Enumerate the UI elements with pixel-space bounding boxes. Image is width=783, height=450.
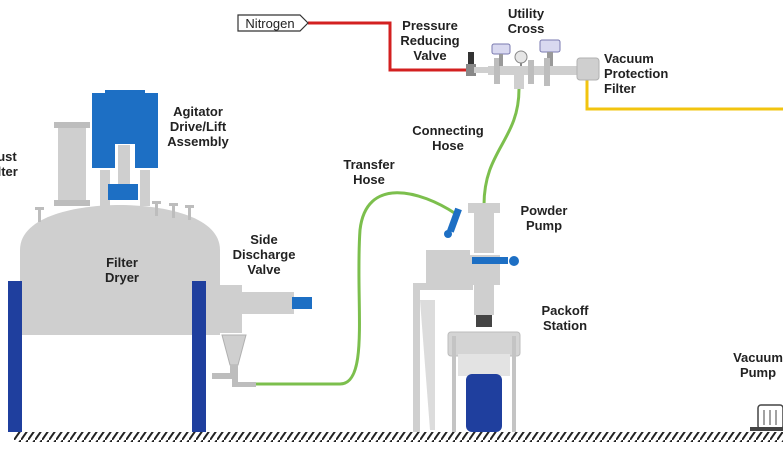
filter-dryer-label: Filter Dryer [105, 255, 139, 285]
connecting-hose [482, 88, 521, 206]
vacuum-protection-filter-label: Vacuum Protection Filter [604, 51, 669, 96]
utility-cross-label: Utility Cross [507, 6, 545, 36]
side-discharge-valve [212, 285, 312, 387]
transfer-hose-label: Transfer Hose [343, 157, 395, 187]
vacuum-pump [750, 404, 783, 431]
packoff-station [447, 331, 521, 432]
transfer-hose [255, 191, 457, 386]
side-discharge-valve-label: Side Discharge Valve [232, 232, 296, 277]
connecting-hose-label: Connecting Hose [412, 123, 484, 153]
dust-filter-label: Just ilter [0, 149, 18, 179]
filter-dryer-leg-right [192, 281, 206, 432]
vacuum-pump-label: Vacuum Pump [733, 350, 783, 380]
vacuum-line [585, 78, 783, 111]
ground-line [14, 432, 783, 442]
pressure-reducing-valve [466, 52, 490, 76]
agitator-label: Agitator Drive/Lift Assembly [167, 104, 229, 149]
packoff-frame [413, 283, 473, 432]
nitrogen-line [308, 21, 468, 72]
filter-dryer-leg-left [8, 281, 22, 432]
pressure-reducing-valve-label: Pressure Reducing Valve [400, 18, 460, 63]
packoff-station-label: Packoff Station [541, 303, 589, 333]
nitrogen-label: Nitrogen [245, 16, 295, 31]
powder-pump [426, 203, 519, 327]
dust-filter [54, 122, 90, 206]
powder-pump-label: Powder Pump [520, 203, 568, 233]
utility-cross [488, 39, 582, 89]
nitrogen-tag [237, 14, 309, 32]
filter-dryer-vessel [20, 201, 220, 335]
vacuum-protection-filter [576, 57, 600, 81]
agitator-assembly [92, 90, 158, 206]
